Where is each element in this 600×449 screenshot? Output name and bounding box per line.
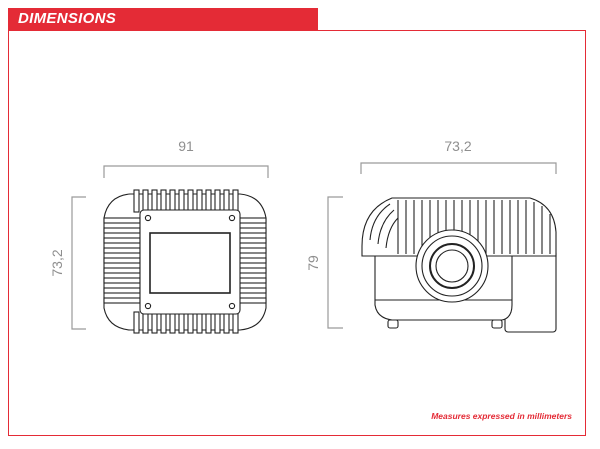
side-height-dimension xyxy=(327,196,343,329)
side-view-drawing xyxy=(361,197,557,333)
front-view-drawing xyxy=(103,189,267,334)
front-height-dimension xyxy=(71,196,86,330)
front-width-label: 91 xyxy=(178,138,194,154)
section-header: DIMENSIONS xyxy=(8,8,318,30)
front-height-label: 73,2 xyxy=(49,249,65,276)
side-width-dimension xyxy=(360,162,557,174)
side-height-label: 79 xyxy=(305,255,321,271)
units-note: Measures expressed in millimeters xyxy=(431,411,572,421)
front-width-dimension xyxy=(103,165,269,178)
section-title: DIMENSIONS xyxy=(18,10,117,27)
side-width-label: 73,2 xyxy=(444,138,471,154)
dimensions-frame xyxy=(8,30,586,436)
